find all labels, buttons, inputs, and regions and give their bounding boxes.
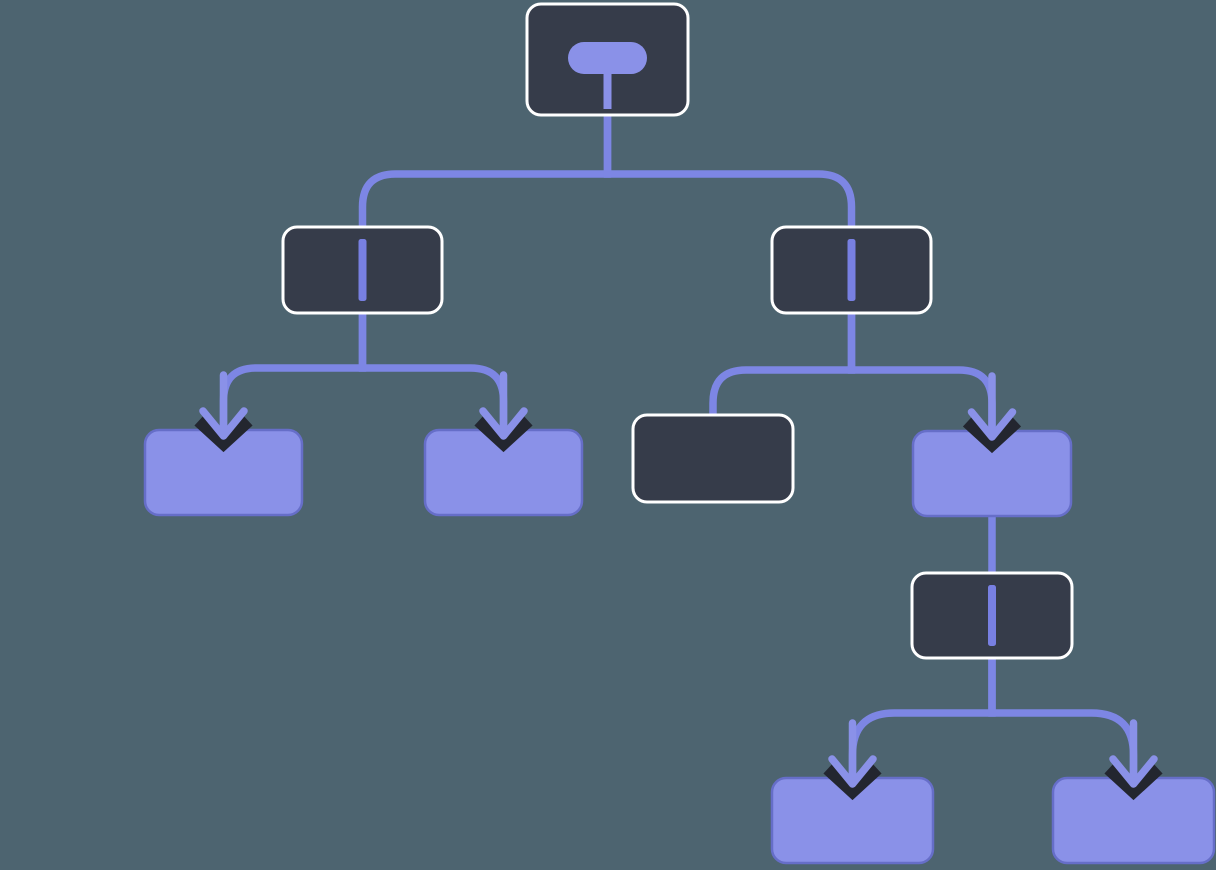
pill-stem-icon (603, 70, 612, 109)
edge-root-to-branch-right (603, 115, 856, 227)
chevron-down-arrow-icon (479, 407, 528, 440)
chevron-down-arrow-outline-icon (194, 414, 253, 453)
chevron-down-arrow-icon (1109, 755, 1158, 788)
chevron-down-arrow-icon (199, 407, 248, 440)
node-leaf-dark[interactable] (631, 413, 795, 504)
chevron-down-arrow-outline-icon (823, 762, 882, 801)
pass-through-bar-icon (988, 585, 996, 646)
pass-through-bar-icon (847, 239, 856, 301)
edge-root-to-branch-left (358, 115, 612, 227)
chevron-down-arrow-icon (967, 408, 1017, 441)
edge-branch-right-to-leaf-dark (709, 313, 856, 415)
pill-node-icon (568, 42, 647, 74)
chevron-down-arrow-icon (828, 755, 877, 788)
pass-through-bar-icon (358, 239, 367, 301)
chevron-down-arrow-outline-icon (962, 415, 1022, 454)
chevron-down-arrow-outline-icon (1104, 762, 1163, 801)
chevron-down-arrow-outline-icon (474, 414, 533, 453)
